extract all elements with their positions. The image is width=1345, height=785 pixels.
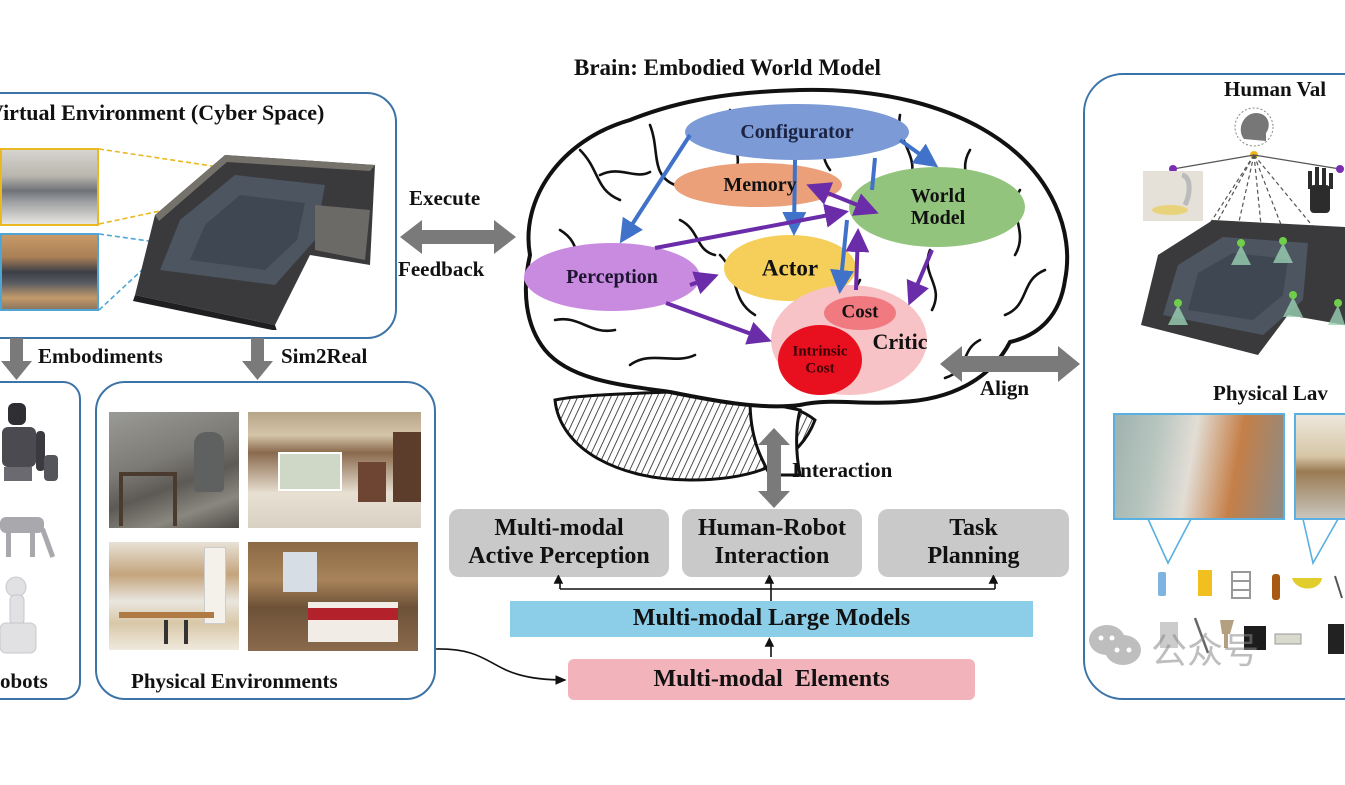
- elements-box: Multi-modal Elements: [568, 659, 975, 700]
- living-room-photo: [1294, 413, 1345, 520]
- execute-feedback-arrow: [400, 220, 516, 254]
- embodiments-arrow: [1, 338, 32, 380]
- align-arrow: [940, 346, 1080, 382]
- object-icons: [1158, 570, 1344, 654]
- cereal-box-icon: [1198, 570, 1212, 596]
- humanoid-robot-image: [2, 403, 58, 481]
- physical-laws-label: Physical Lav: [1213, 381, 1328, 405]
- human-robot-interaction-box: Human-Robot Interaction: [682, 509, 862, 577]
- actor-label: Actor: [761, 255, 819, 281]
- ladle-icon: [1193, 617, 1210, 654]
- office-render-1: [0, 148, 99, 226]
- coffee-machine-icon: [1244, 626, 1266, 650]
- world-model-oval: [849, 167, 1025, 247]
- robot-images: [0, 403, 58, 654]
- actor-oval: [724, 235, 856, 301]
- bottle-icon: [1158, 572, 1166, 596]
- cost-oval: [824, 296, 896, 330]
- perception-oval: [524, 243, 700, 311]
- sim2real-label: Sim2Real: [281, 344, 368, 368]
- wechat-icon: [1089, 625, 1141, 665]
- hotel-bedroom-photo: [248, 542, 418, 651]
- interaction-label: Interaction: [792, 458, 893, 482]
- intrinsic-cost-line2: Cost: [805, 360, 835, 376]
- brain-illustration: [523, 87, 1070, 482]
- down-arrows: [1, 338, 273, 380]
- brain-title: Brain: Embodied World Model: [574, 55, 881, 80]
- task-planning-line1: Task: [949, 515, 998, 542]
- embodiments-label: Embodiments: [38, 344, 163, 368]
- floorplan-3d-render: [133, 155, 375, 330]
- configurator-label: Configurator: [740, 121, 854, 143]
- oil-bottle-icon: [1272, 574, 1280, 600]
- execute-label: Execute: [409, 186, 481, 210]
- robot-arm-image: [0, 576, 37, 654]
- virtual-environment-title: Virtual Environment (Cyber Space): [0, 100, 325, 125]
- active-perception-line2: Active Perception: [468, 543, 650, 569]
- active-perception-line1: Multi-modal: [494, 515, 624, 542]
- alignment-panel: [1083, 73, 1345, 700]
- floorplan-with-agents: [1141, 220, 1345, 355]
- hri-line2: Interaction: [714, 543, 830, 569]
- human-values-label: Human Val: [1224, 77, 1327, 101]
- robot-hand-image: [1308, 167, 1333, 213]
- align-label: Align: [980, 376, 1030, 400]
- warehouse-shelves-photo: [1113, 413, 1285, 520]
- world-model-line2: Model: [910, 207, 966, 229]
- perception-label: Perception: [566, 266, 658, 288]
- device-icon: [1328, 624, 1344, 654]
- interaction-arrow: [758, 428, 790, 508]
- intrinsic-cost-oval: [778, 325, 862, 395]
- physical-environments-label: Physical Environments: [131, 669, 338, 693]
- intrinsic-cost-label: Intrinsic Cost: [792, 344, 847, 377]
- office-render-2: [0, 233, 99, 311]
- memory-oval: [674, 163, 842, 207]
- world-model-line1: World: [910, 185, 966, 207]
- tool-icon: [1334, 575, 1343, 599]
- elderly-care-room-photo: [109, 412, 239, 528]
- quadruped-robot-image: [0, 517, 56, 558]
- intrinsic-cost-line1: Intrinsic: [792, 343, 848, 360]
- memory-label: Memory: [723, 174, 797, 196]
- environments-to-elements-connector: [435, 648, 567, 685]
- capability-connectors: [553, 575, 999, 657]
- goblet-icon: [1220, 620, 1234, 648]
- robots-label: obots: [0, 669, 48, 693]
- task-planning-box: Task Planning: [878, 509, 1069, 577]
- world-model-label: World Model: [911, 185, 965, 229]
- cost-label: Cost: [841, 301, 879, 323]
- sim2real-arrow: [242, 338, 273, 380]
- socket-icon: [1160, 622, 1178, 648]
- active-perception-box: Multi-modal Active Perception: [449, 509, 669, 577]
- human-values-graph: [1143, 107, 1344, 271]
- power-strip-icon: [1274, 633, 1302, 645]
- critic-label: Critic: [872, 328, 928, 354]
- hri-line1: Human-Robot: [697, 515, 847, 542]
- agent-markers: [1168, 237, 1345, 325]
- rack-icon: [1231, 571, 1251, 599]
- retail-store-photo: [248, 412, 421, 528]
- bowl-icon: [1292, 578, 1322, 589]
- large-models-box: Multi-modal Large Models: [510, 601, 1033, 637]
- cafe-interior-photo: [109, 542, 239, 650]
- task-planning-line2: Planning: [927, 543, 1020, 569]
- configurator-oval: [685, 104, 909, 160]
- feedback-label: Feedback: [398, 257, 485, 281]
- world-model-arrows: [654, 182, 934, 345]
- watermark-text: 公众号: [1151, 631, 1260, 672]
- callout-pointers: [1147, 518, 1339, 566]
